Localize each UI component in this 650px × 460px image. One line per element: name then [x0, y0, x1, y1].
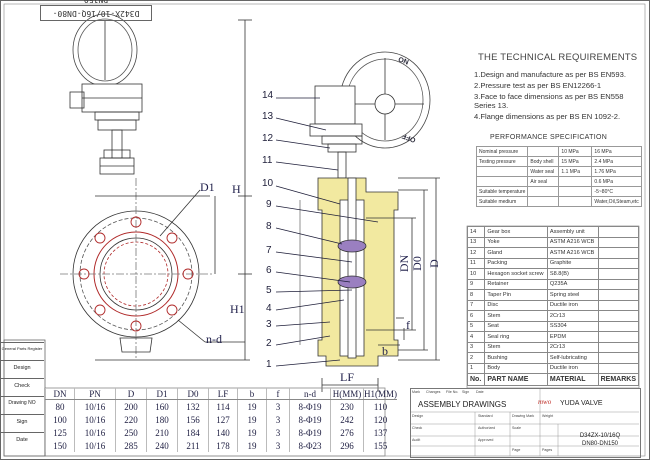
- callout-7: 7: [266, 245, 272, 256]
- dim-h1-label: H1: [230, 302, 245, 316]
- title-block-grid: [410, 388, 639, 456]
- callout-1: 1: [266, 359, 272, 370]
- performance-title: PERFORMANCE SPECIFICATION: [490, 134, 608, 141]
- model-number: D34ZX-10/16Q DN80-DN150: [579, 433, 621, 447]
- requirement-line: 4.Flange dimensions as per BS EN 1092-2.: [474, 112, 621, 121]
- performance-row: Suitable temperature-5~80°C: [475, 186, 642, 197]
- register-title: General Parts Register: [0, 342, 44, 355]
- register-check: Check: [0, 378, 44, 393]
- title-block: [410, 388, 641, 458]
- callout-6: 6: [266, 265, 272, 276]
- company-name: YUDA VALVE: [560, 400, 603, 407]
- dim-d0-label: D0: [409, 256, 424, 271]
- drawing-code-stamp: D342X-10/16Q-DN80-DN150: [40, 0, 152, 21]
- requirement-line: 2.Pressure test as per BS EN12266-1: [474, 81, 602, 90]
- callout-5: 5: [266, 285, 272, 296]
- callout-9: 9: [266, 199, 272, 210]
- register-sign: Sign: [0, 414, 44, 429]
- callout-13: 13: [262, 111, 274, 122]
- callout-14: 14: [262, 90, 274, 101]
- assembly-drawings-label: ASSEMBLY DRAWINGS: [418, 400, 507, 409]
- callout-3: 3: [266, 319, 272, 330]
- dim-b-label: b: [382, 344, 388, 358]
- section-view: [299, 51, 440, 392]
- callout-4: 4: [266, 303, 272, 314]
- company-logo: mwo: [538, 398, 552, 406]
- dim-lf-label: LF: [340, 370, 355, 384]
- requirement-line: Series 13.: [474, 101, 509, 110]
- callout-10: 10: [262, 178, 274, 189]
- dim-d-label: D: [426, 259, 441, 268]
- callout-11: 11: [262, 155, 273, 166]
- requirements-title: THE TECHNICAL REQUIREMENTS: [478, 52, 638, 63]
- dim-f-label: f: [406, 318, 410, 332]
- callout-2: 2: [266, 338, 272, 349]
- front-view: [60, 13, 252, 361]
- register-drawing-no: Drawing NO: [0, 396, 44, 409]
- requirement-line: 1.Design and manufacture as per BS EN593…: [474, 70, 626, 79]
- dim-d1-label: D1: [200, 180, 215, 194]
- register-design: Design: [0, 360, 44, 375]
- requirement-line: 3.Face to face dimensions as per BS EN55…: [474, 92, 624, 101]
- callout-leaders: [275, 97, 379, 367]
- dim-h-label: H: [232, 182, 241, 196]
- callout-12: 12: [262, 133, 274, 144]
- dim-nd-label: n-d: [206, 332, 222, 346]
- register-date: Date: [0, 432, 44, 447]
- callout-8: 8: [266, 221, 272, 232]
